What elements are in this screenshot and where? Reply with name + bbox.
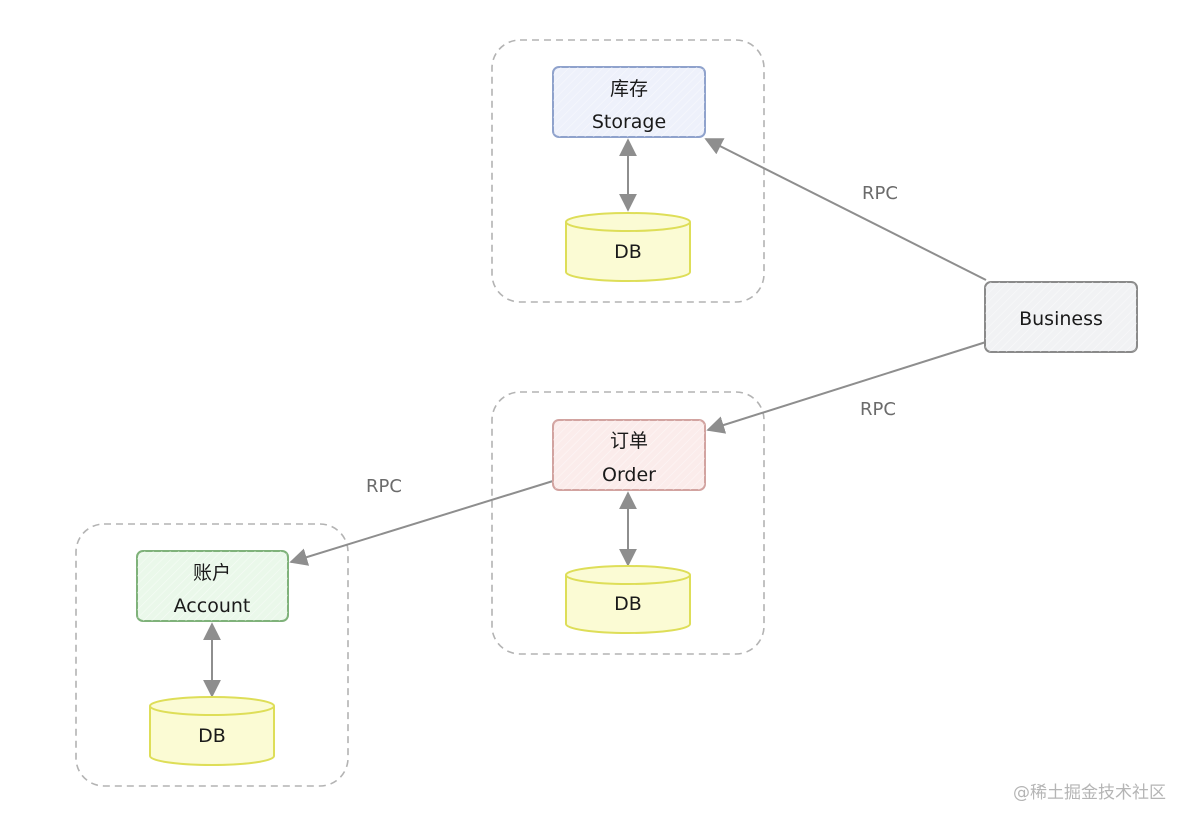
storage-label-cn: 库存 (610, 78, 648, 100)
order-label-en: Order (602, 464, 656, 486)
storage-label-en: Storage (592, 111, 666, 133)
account-db[interactable]: DB (149, 696, 275, 766)
order-node[interactable]: 订单 Order (552, 419, 706, 491)
edge-business-to-storage (704, 138, 987, 281)
business-label: Business (1019, 308, 1103, 330)
order-label-cn: 订单 (610, 430, 648, 452)
storage-db[interactable]: DB (565, 212, 691, 282)
rpc-label-account: RPC (366, 476, 402, 497)
account-db-label: DB (198, 725, 226, 747)
storage-node[interactable]: 库存 Storage (552, 66, 706, 138)
watermark: @稀土掘金技术社区 (1013, 783, 1166, 803)
edge-business-to-order (706, 341, 987, 434)
rpc-label-order: RPC (860, 399, 896, 420)
edge-order-to-account (289, 480, 554, 566)
business-node[interactable]: Business (984, 281, 1138, 353)
storage-db-label: DB (614, 241, 642, 263)
order-db[interactable]: DB (565, 565, 691, 634)
account-group (75, 523, 349, 787)
storage-group (491, 39, 765, 303)
account-node[interactable]: 账户 Account (136, 550, 289, 622)
order-db-label: DB (614, 593, 642, 615)
order-group (491, 391, 765, 655)
account-label-en: Account (174, 595, 251, 617)
account-label-cn: 账户 (193, 562, 231, 584)
rpc-label-storage: RPC (862, 183, 898, 204)
